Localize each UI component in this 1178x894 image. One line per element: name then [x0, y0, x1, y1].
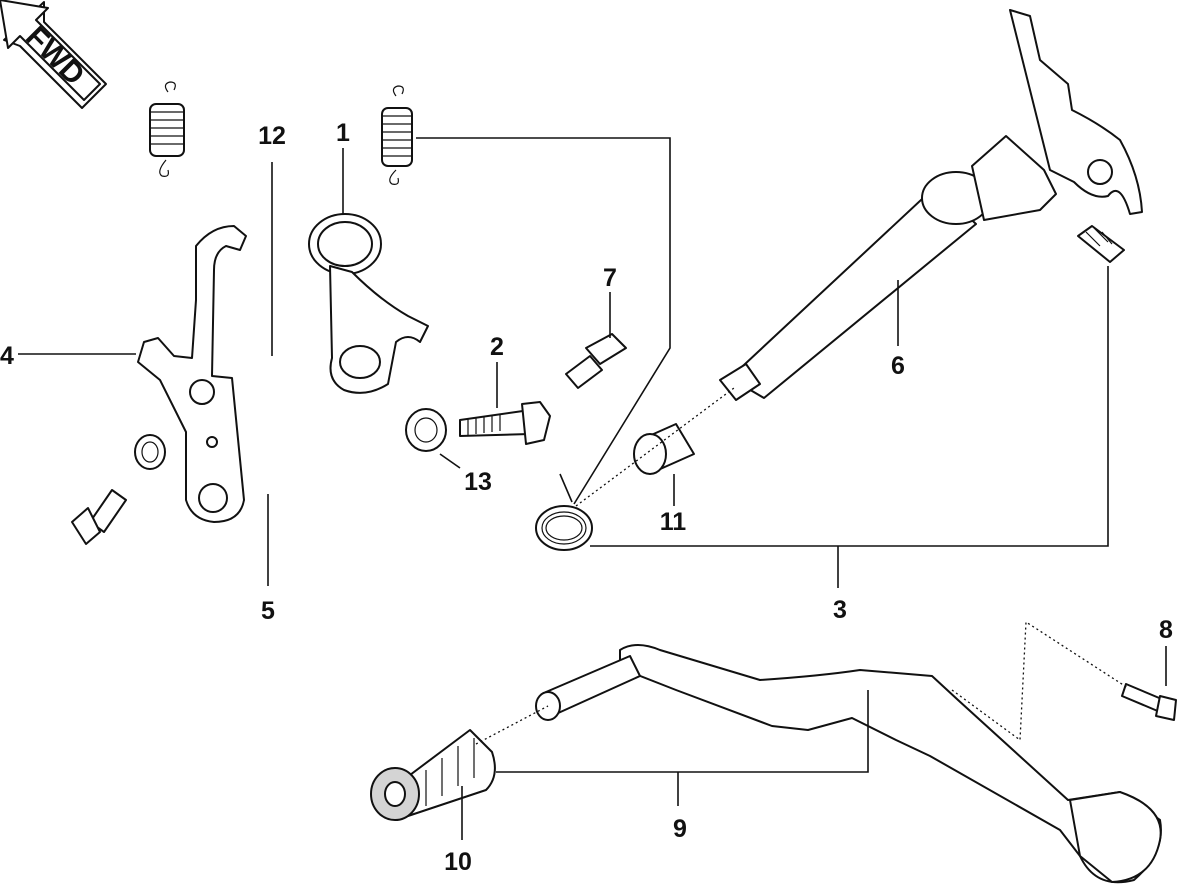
stud-7 [565, 333, 627, 389]
callout-1: 1 [336, 119, 350, 147]
callout-6: 6 [891, 352, 905, 380]
bolt-2 [459, 401, 551, 445]
callout-8: 8 [1159, 616, 1173, 644]
callout-4: 4 [0, 342, 14, 370]
return-spring-12 [149, 81, 185, 177]
leader-lines [18, 137, 1167, 840]
collar-11 [633, 423, 695, 475]
return-spring-upper [381, 85, 413, 185]
callout-5: 5 [261, 597, 275, 625]
assembly-guides [475, 387, 1129, 745]
washer-13 [405, 408, 447, 452]
bolt-lower-left [71, 489, 127, 545]
callout-9: 9 [673, 815, 687, 843]
shift-shaft-6 [719, 9, 1143, 401]
callout-12: 12 [258, 122, 286, 150]
torsion-spring-3 [535, 473, 593, 551]
shift-cam-1 [308, 213, 429, 394]
return-spring-right [1077, 225, 1125, 263]
fwd-arrow-badge: FWD [0, 0, 107, 109]
callout-2: 2 [490, 333, 504, 361]
callout-11: 11 [660, 508, 687, 536]
callout-numbers: 1 2 3 4 5 6 7 8 9 10 11 12 13 [0, 119, 1173, 876]
callout-7: 7 [603, 264, 617, 292]
callout-10: 10 [444, 848, 472, 876]
washer [134, 434, 166, 470]
pedal-rubber-10 [370, 729, 496, 821]
shift-pedal-9 [535, 644, 1162, 884]
callout-3: 3 [833, 596, 847, 624]
shift-arm-4 [137, 225, 247, 523]
bolt-8 [1121, 683, 1177, 721]
callout-13: 13 [464, 468, 492, 496]
